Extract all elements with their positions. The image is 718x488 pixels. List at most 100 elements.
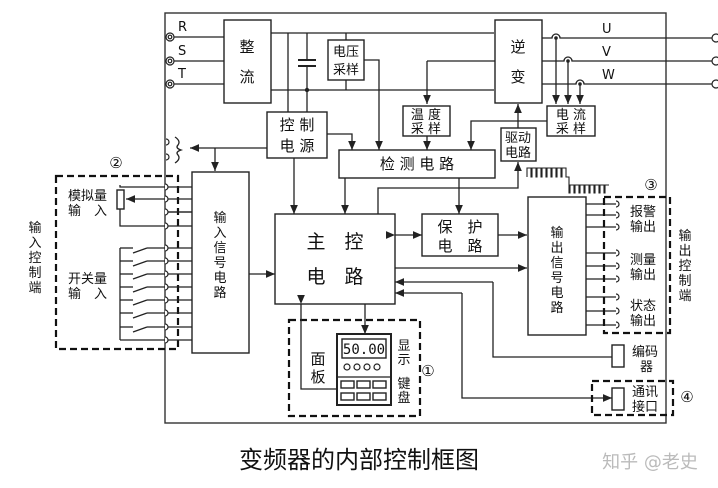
display-value: 50.00 (343, 342, 385, 358)
svg-text:输出: 输出 (630, 267, 656, 283)
svg-text:测量: 测量 (630, 253, 656, 268)
switch-blade (132, 326, 148, 333)
terminal-v-label: V (602, 45, 611, 60)
input-terminal (164, 336, 169, 344)
svg-text:出: 出 (550, 241, 563, 256)
output-terminals: U V W (542, 22, 718, 104)
dc-bus-capacitor (298, 33, 316, 93)
encoder-block: 编码 器 (611, 344, 658, 375)
input-group-marker: ② (109, 154, 122, 172)
input-terminal (164, 283, 169, 291)
svg-text:控 制: 控 制 (280, 116, 315, 134)
svg-text:报警: 报警 (630, 204, 656, 220)
svg-text:制: 制 (28, 266, 41, 281)
svg-text:号: 号 (550, 271, 563, 286)
output-control-group: ③ 报警 输出 测量 输出 状态 输出 输 出 控 制 端 (602, 176, 692, 335)
main-control-circuit-block: 主 控 电 路 (274, 213, 396, 305)
svg-text:电 源: 电 源 (280, 137, 315, 155)
input-terminal-lines (119, 183, 192, 344)
svg-text:主 控: 主 控 (306, 231, 363, 253)
input-control-group: ② 模拟量 输 入 开关量 输 入 输 入 控 制 端 (28, 154, 192, 351)
svg-text:通讯: 通讯 (632, 385, 658, 400)
input-terminal (164, 183, 169, 191)
auxiliary-power-terminals (165, 136, 184, 164)
svg-text:编码: 编码 (632, 345, 658, 360)
potentiometer-icon (116, 185, 192, 227)
svg-text:入: 入 (213, 226, 226, 241)
display-screen (341, 338, 387, 359)
svg-text:端: 端 (678, 289, 691, 304)
switch-blade (132, 273, 148, 280)
input-terminal (164, 309, 169, 317)
svg-text:输: 输 (678, 228, 691, 244)
output-terminal (615, 249, 620, 257)
protection-circuit-block: 保 护 电 路 (385, 213, 527, 257)
svg-text:示: 示 (397, 353, 410, 368)
terminal-t-label: T (177, 67, 186, 82)
operation-panel-group: 面 板 50.00 显 示 键 盘 ① (287, 294, 435, 418)
svg-text:面: 面 (310, 350, 325, 368)
output-terminal (615, 321, 620, 329)
switch-blade (132, 312, 148, 319)
svg-text:路: 路 (213, 285, 226, 301)
svg-text:信: 信 (550, 256, 563, 271)
svg-text:电压: 电压 (333, 45, 359, 60)
svg-text:接口: 接口 (632, 399, 658, 415)
output-terminal (615, 275, 620, 283)
switch-blade (132, 286, 148, 293)
svg-text:电 流: 电 流 (556, 108, 586, 123)
input-terminal (164, 244, 169, 252)
svg-text:采 样: 采 样 (411, 122, 441, 137)
svg-text:电: 电 (213, 271, 226, 286)
svg-text:整: 整 (239, 38, 254, 56)
drive-circuit-block: 驱动 电路 (377, 104, 537, 214)
control-power-block: 控 制 电 源 (190, 111, 356, 214)
svg-text:输 入: 输 入 (68, 203, 107, 219)
svg-text:器: 器 (640, 360, 653, 375)
input-terminal (164, 270, 169, 278)
output-terminal (615, 307, 620, 315)
svg-text:状态: 状态 (630, 299, 656, 314)
svg-text:输出: 输出 (630, 313, 656, 329)
keypad-buttons (340, 380, 387, 401)
svg-text:逆: 逆 (510, 38, 525, 56)
svg-text:电路: 电路 (505, 145, 531, 161)
terminal-u-label: U (602, 22, 612, 37)
input-terminal (164, 296, 169, 304)
output-terminal (615, 211, 620, 219)
input-terminal (164, 195, 169, 203)
svg-text:开关量: 开关量 (68, 272, 107, 287)
terminal-s-label: S (178, 44, 186, 59)
input-signal-circuit-block: 输 入 信 号 电 路 (191, 171, 275, 354)
svg-text:电: 电 (550, 286, 563, 301)
svg-text:输: 输 (550, 225, 563, 241)
svg-text:采 样: 采 样 (556, 122, 586, 137)
switch-blade (132, 260, 148, 267)
svg-text:键: 键 (397, 377, 410, 392)
terminal-w-label: W (602, 68, 615, 83)
svg-text:温 度: 温 度 (411, 107, 441, 123)
svg-text:号: 号 (213, 256, 226, 271)
detection-circuit-block: 检 测 电 路 (338, 149, 496, 214)
input-side-label: 输 入 控 制 端 (28, 220, 41, 296)
svg-text:输: 输 (28, 220, 41, 236)
output-terminal (615, 223, 620, 231)
inverter-enclosure-frame (164, 12, 667, 424)
svg-text:变: 变 (510, 68, 525, 86)
input-terminals: R S T (165, 20, 224, 89)
svg-text:控: 控 (28, 251, 41, 266)
svg-text:输出: 输出 (630, 219, 656, 235)
svg-text:端: 端 (28, 281, 41, 296)
input-terminal (164, 208, 169, 216)
svg-text:采样: 采样 (333, 63, 359, 78)
svg-text:路: 路 (550, 300, 563, 316)
terminal-r-label: R (178, 20, 187, 35)
svg-text:显: 显 (397, 339, 410, 354)
svg-text:驱动: 驱动 (505, 131, 531, 146)
inverter-block: 逆 变 (494, 19, 543, 104)
svg-text:控: 控 (678, 259, 691, 274)
watermark: 知乎 @老史 (602, 452, 698, 473)
temperature-sampling-block: 温 度 采 样 (402, 105, 451, 150)
input-terminal (164, 323, 169, 331)
